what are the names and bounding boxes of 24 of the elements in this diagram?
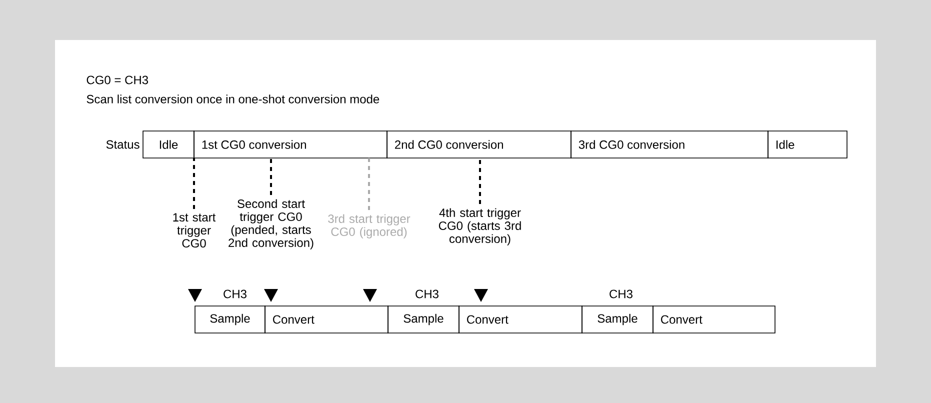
channel-label: CH3 xyxy=(416,290,438,298)
timeline-cell: Sample xyxy=(194,306,266,334)
timeline-cell: Convert xyxy=(264,306,388,334)
subheading: Scan list conversion once in one-shot conversion mode xyxy=(86,94,380,104)
timeline-cell: Convert xyxy=(458,306,582,334)
timeline-cell: Convert xyxy=(652,306,776,334)
dashed-line xyxy=(479,158,481,204)
status-cell: 1st CG0 conversion xyxy=(194,130,388,158)
timeline-cell: Sample xyxy=(388,306,460,334)
trigger-label: Second start trigger CG0 (pended, starts 2nd conversion) xyxy=(228,199,314,250)
heading: CG0 = CH3 xyxy=(86,76,148,84)
trigger-label: 4th start trigger CG0 (starts 3rd conversion) xyxy=(438,208,521,246)
channel-label: CH3 xyxy=(224,290,246,298)
status-cell: Idle xyxy=(768,130,848,158)
channel-label: CH3 xyxy=(610,290,632,298)
status-cell: 3rd CG0 conversion xyxy=(570,130,768,158)
status-cell: 2nd CG0 conversion xyxy=(386,130,572,158)
dashed-line xyxy=(270,158,272,195)
trigger-label: 1st start trigger CG0 xyxy=(173,213,216,248)
dashed-line xyxy=(193,158,195,209)
dashed-line xyxy=(368,158,370,210)
status-cell: Idle xyxy=(142,130,194,158)
timeline-cell: Sample xyxy=(582,306,654,334)
trigger-label: 3rd start trigger CG0 (ignored) xyxy=(328,214,410,238)
